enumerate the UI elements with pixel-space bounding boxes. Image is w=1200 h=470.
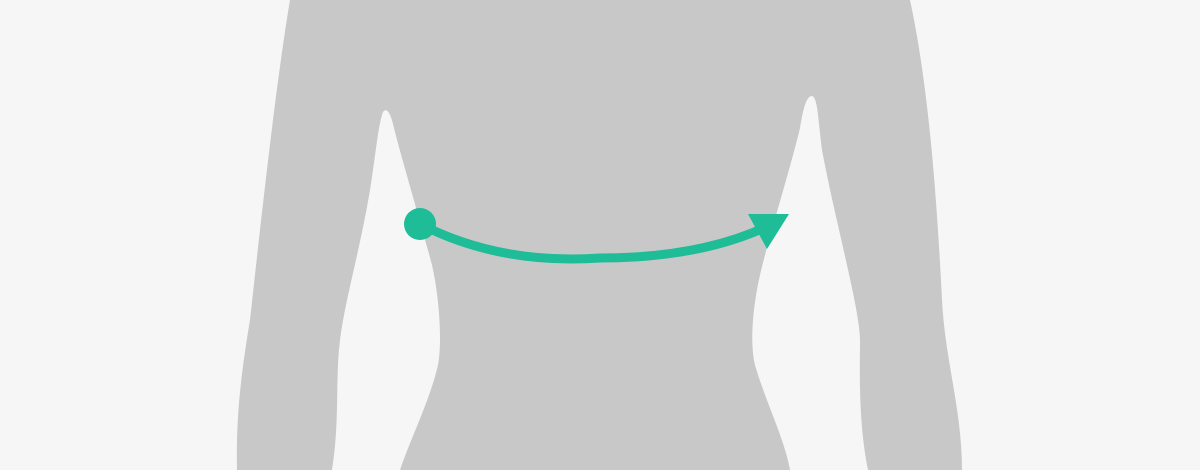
measurement-start-dot-icon	[404, 208, 436, 240]
body-silhouette-icon	[236, 0, 963, 470]
arrowhead-icon	[748, 214, 789, 249]
measurement-arrow-icon	[415, 219, 773, 264]
